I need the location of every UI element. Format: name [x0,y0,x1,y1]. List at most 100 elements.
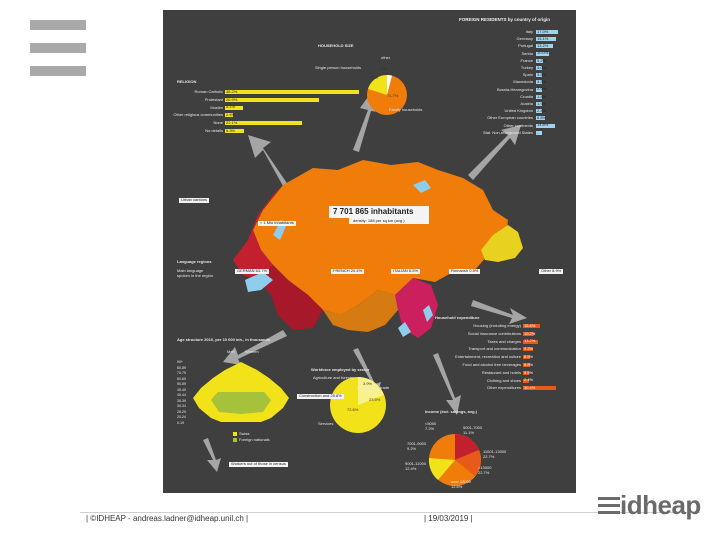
lang-romansh: Romansh 0.5% [449,268,481,274]
religion-value: 22.1% [226,119,238,125]
expenditure-label: Other expenditures [486,385,521,391]
expenditure-bar [523,386,557,391]
sector-construction: Construction and 25.8% [297,393,344,399]
foreign-bar [536,130,542,135]
legend-foreign-swatch [233,438,237,442]
foreign-bar [536,30,559,34]
workforce-note: Workers out of those in census [229,461,288,467]
expenditure-value: 5.5% [524,369,534,375]
sector-pct-a: 3.9% [363,381,373,386]
expenditure-bar [523,363,531,367]
religion-title: RELIGION [177,79,197,84]
language-note-text: Main language spoken in the region [177,268,214,278]
income-pct: 9.2% [407,446,417,451]
foreign-value: - [537,129,539,135]
foreign-bar [536,51,549,56]
lang-italian: ITALIAN 6.5% [391,268,421,274]
foreign-label: Croatia [520,93,533,99]
expenditure-value: 2.4% [524,377,534,383]
expenditure-bar [523,347,534,352]
language-title: Language regions [177,259,212,264]
foreign-label: Other continents [503,122,533,128]
religion-bar [225,105,243,110]
footer-date: | 19/03/2019 | [424,514,473,523]
lang-german: GERMAN 63.7% [235,268,270,274]
religion-label: None [213,120,223,126]
inhabitants-title: 7 701 865 inhabitants [333,207,414,216]
expenditure-bar [523,378,529,383]
age-band-label: 0-19 [177,420,185,425]
household-family: Family households [389,107,423,112]
expenditure-label: Social insurance contributions [467,330,521,336]
sector-industry: Industry and trade [357,385,390,390]
footer-left: | ©IDHEAP - andreas.ladner@idheap.unil.c… [86,514,249,523]
age-band-label: 80-89 [177,365,186,370]
foreign-bar [536,87,542,92]
age-band-label: 50-59 [177,382,186,386]
idheap-logo-icon [598,497,620,514]
age-band-label: 45-49 [177,387,186,392]
arrow-income [433,353,461,415]
foreign-label: Germany [516,36,533,42]
age-band-label: 70-79 [177,371,186,375]
arrow-expenditure [471,300,527,324]
arrow-religion [248,135,293,195]
expenditure-bar [523,355,531,360]
foreign-label: Portugal [518,43,533,49]
income-pct: 11.1% [463,430,475,435]
foreign-value: 1.8% [537,93,547,99]
lang-other: Other 8.9% [539,268,564,274]
age-band-label: 25-29 [177,409,186,414]
income-pct: 22.7% [483,454,495,459]
income-pct: 12.6% [451,484,463,489]
religion-label: Roman Catholic [194,89,223,94]
foreign-value: 2.4% [537,107,547,113]
age-band-label: 90+ [177,360,183,364]
religion-value: 2.4% [226,112,236,118]
foreign-value: 6.8% [537,115,547,121]
foreign-bar [536,44,554,49]
religion-bar [225,121,303,126]
legend-swiss-swatch [233,432,237,436]
foreign-label: Other European countries [487,115,533,121]
arrow-foreign [468,125,521,180]
expenditure-label: Entertainment, recreation and culture [455,354,521,360]
expenditure-label: Housing (including energy) [473,323,521,328]
expenditure-label: Taxes and charges [487,338,521,344]
sector-pct-b: 23.5% [369,397,381,402]
religion-value: 5.1% [226,104,236,110]
religion-bar [225,129,244,133]
age-band-label: 60-69 [177,376,186,381]
foreign-label: Spain [522,72,533,78]
sector-pct-c: 72.6% [347,407,359,412]
foreign-value: 10.0% [537,50,549,56]
household-title: HOUSEHOLD SIZE [318,43,354,48]
household-other: other [381,55,391,60]
foreign-bar [536,80,542,85]
income-title: Income (incl. savings, avg.) [425,409,478,414]
income-label: 11001-13000 [483,449,507,454]
menu-icon[interactable] [30,20,86,76]
expenditure-value: 30.4% [524,385,536,391]
expenditure-value: 6.5% [524,353,534,359]
foreign-value: 3.5% [537,71,547,77]
age-legend-foreign: Foreign nationals [239,437,270,442]
income-pct: 22.7% [478,470,490,475]
foreign-value: 1.9% [537,100,547,106]
expenditure-value: 13.2% [524,338,536,344]
density-box [349,218,429,224]
cantons-label: > 1 Mio inhabitants [258,220,296,226]
income-pct: 12.4% [405,466,417,471]
expenditure-label: Restaurant and hotels [481,369,521,375]
foreign-value: 17.0% [537,28,549,34]
urban-label: Urban cantons [179,197,210,203]
poster: FOREIGN RESIDENTS by country of origin H… [163,10,576,493]
household-pct-family: 71.7% [387,93,399,98]
expenditure-value: 10.2% [524,330,536,336]
foreign-value: 15.1% [537,35,549,41]
expenditure-value: 6.8% [524,361,534,367]
expenditure-bar [523,339,538,344]
footer-rule [80,512,700,513]
lang-french: FRENCH 20.4% [331,268,365,274]
inhabitants-box [329,206,429,218]
